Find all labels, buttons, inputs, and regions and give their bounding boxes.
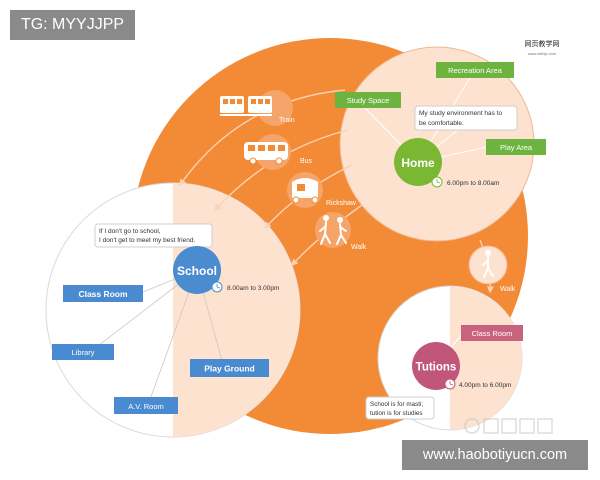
school-label-avroom-text: A.V. Room xyxy=(128,402,164,411)
transport-label-bus: Bus xyxy=(300,158,313,165)
school-time: 8.00am to 3.00pm xyxy=(227,285,279,292)
rickshaw-icon xyxy=(292,178,319,204)
home-node-title: Home xyxy=(401,156,435,170)
school-node xyxy=(173,246,221,294)
school-note-line2: I don't get to meet my best friend. xyxy=(99,237,195,244)
watermark-top-line2: www.webjx.com xyxy=(527,51,557,56)
transport-label-walk-2: Walk xyxy=(500,286,516,293)
school-note: If I don't go to school, I don't get to … xyxy=(94,223,213,248)
home-label-play: Play Area xyxy=(486,139,546,155)
school-node-title: School xyxy=(177,264,217,278)
footer-url-tag: www.haobotiyucn.com xyxy=(402,440,588,470)
home-note-line1: My study environment has to xyxy=(419,110,502,117)
school-note-line1: If I don't go to school, xyxy=(99,228,161,235)
tutions-label-classroom: Class Room xyxy=(461,325,523,341)
transport-label-rickshaw: Rickshaw xyxy=(326,200,357,207)
home-label-study-text: Study Space xyxy=(347,96,390,105)
home-note: My study environment has to be comfortab… xyxy=(414,105,518,131)
tutions-note: School is for masti; tution is for studi… xyxy=(365,396,435,420)
tutions-node-title: Tutions xyxy=(416,362,457,374)
school-label-library-text: Library xyxy=(72,348,95,357)
transport-rickshaw: Rickshaw xyxy=(287,172,357,208)
home-label-recreation-text: Recreation Area xyxy=(448,66,503,75)
watermark-top-line1: 网页教学网 xyxy=(524,41,560,48)
tutions-note-line1: School is for masti; xyxy=(370,401,423,408)
home-note-line2: be comfortable. xyxy=(419,120,464,127)
watermark-top: 网页教学网 www.webjx.com xyxy=(512,40,572,58)
tutions-label-classroom-text: Class Room xyxy=(472,329,513,338)
home-node xyxy=(394,138,442,186)
tutions-circle-inner xyxy=(450,286,522,430)
tutions-time: 4.00pm to 6.00pm xyxy=(459,382,511,389)
header-tag: TG: MYYJJPP xyxy=(10,10,135,40)
school-label-library: Library xyxy=(52,344,114,360)
watermark-bottom xyxy=(464,418,553,434)
walk-icon xyxy=(319,215,347,245)
tutions-node xyxy=(412,342,460,390)
bus-icon xyxy=(244,142,288,165)
school-label-classroom-text: Class Room xyxy=(78,289,128,299)
tutions-note-line2: tution is for studies xyxy=(370,410,423,417)
transport-label-walk: Walk xyxy=(351,244,367,251)
train-icon xyxy=(220,96,272,116)
transport-walk: Walk xyxy=(315,212,367,251)
transport-walk-2: Walk xyxy=(468,245,516,293)
walk-icon-2 xyxy=(482,250,494,278)
transport-label-train: Train xyxy=(279,117,295,124)
school-label-classroom: Class Room xyxy=(63,285,143,302)
home-label-study: Study Space xyxy=(335,92,401,108)
school-label-playground: Play Ground xyxy=(190,359,269,377)
school-label-avroom: A.V. Room xyxy=(114,397,178,414)
clock-icon-tutions xyxy=(444,378,456,390)
transport-bus: Bus xyxy=(244,134,313,170)
home-label-recreation: Recreation Area xyxy=(436,62,514,78)
home-label-play-text: Play Area xyxy=(500,143,533,152)
transport-train: Train xyxy=(220,90,295,126)
clock-icon-school xyxy=(211,281,223,293)
school-label-playground-text: Play Ground xyxy=(204,364,255,374)
clock-icon-home xyxy=(431,176,443,188)
home-time: 6.00pm to 8.00am xyxy=(447,180,499,187)
